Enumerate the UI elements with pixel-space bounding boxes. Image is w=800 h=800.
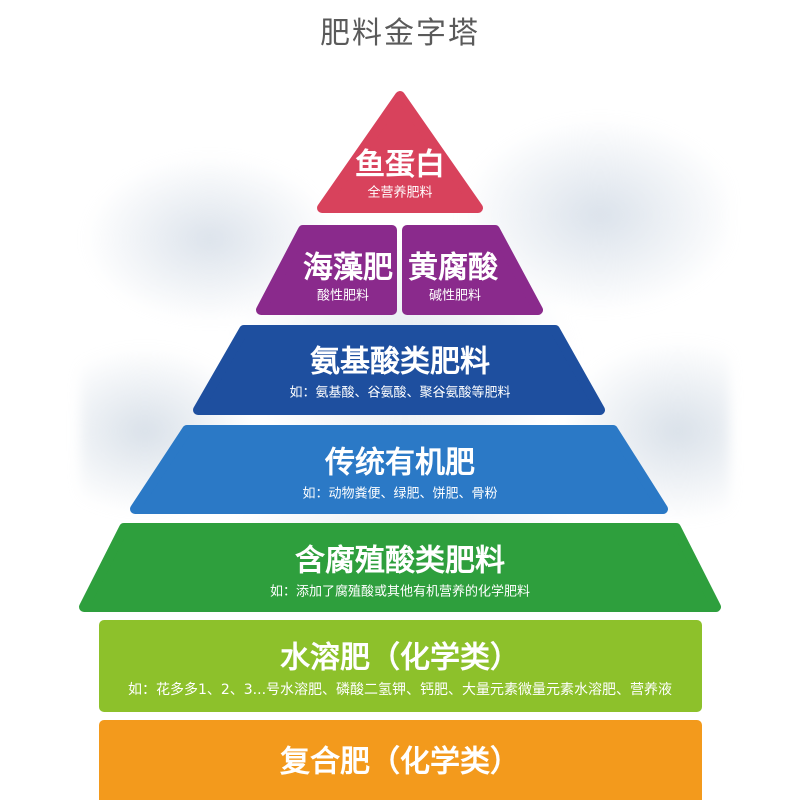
page-title: 肥料金字塔 <box>320 16 480 51</box>
tier-3-desc: 如：氨基酸、谷氨酸、聚谷氨酸等肥料 <box>289 385 510 401</box>
tier-1-desc: 全营养肥料 <box>367 185 432 201</box>
tier-2-left-block <box>256 225 397 315</box>
tier-6-name: 水溶肥（化学类） <box>280 641 520 676</box>
tier-1-block <box>317 91 483 213</box>
tier-3-block <box>193 325 605 415</box>
tier-2-right-block <box>402 225 543 315</box>
tier-6-desc: 如：花多多1、2、3...号水溶肥、磷酸二氢钾、钙肥、大量元素微量元素水溶肥、营… <box>128 681 672 698</box>
tier-4-block <box>130 425 668 514</box>
tier-7-block <box>99 720 702 800</box>
tier-5-name: 含腐殖酸类肥料 <box>295 544 505 579</box>
tier-2-left-name: 海藻肥 <box>303 251 393 286</box>
tier-2-left-desc: 酸性肥料 <box>317 289 369 304</box>
tier-1-name: 鱼蛋白 <box>355 148 445 183</box>
tier-5-block <box>79 523 721 612</box>
tier-4-desc: 如：动物粪便、绿肥、饼肥、骨粉 <box>302 486 497 502</box>
tier-2-right-name: 黄腐酸 <box>408 251 499 286</box>
tier-3-name: 氨基酸类肥料 <box>310 345 490 380</box>
tier-4-name: 传统有机肥 <box>324 446 475 481</box>
tier-2-right-desc: 碱性肥料 <box>429 289 481 304</box>
tier-5-desc: 如：添加了腐殖酸或其他有机营养的化学肥料 <box>270 584 530 600</box>
tier-7-name: 复合肥（化学类） <box>280 745 520 780</box>
tier-6-block <box>99 620 702 712</box>
